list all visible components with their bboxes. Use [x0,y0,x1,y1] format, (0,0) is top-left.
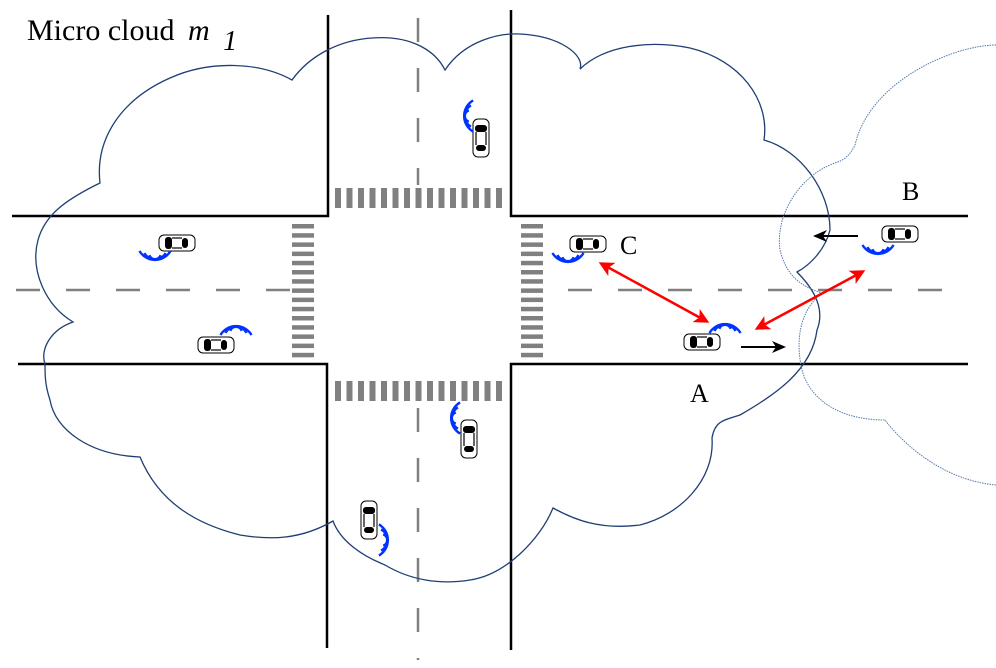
crosswalk-stripe-south [496,381,502,401]
crosswalk-stripe-west [292,316,314,321]
crosswalk-stripe-north [496,188,502,208]
title-variable: m [188,14,210,47]
crosswalk-stripe-south [450,381,456,401]
crosswalk-stripe-north [415,188,422,208]
crosswalk-stripe-east [521,288,543,293]
crosswalk-stripe-east [521,343,543,349]
crosswalk-stripe-south [335,381,341,401]
crosswalk-stripe-north [461,188,468,208]
link-a-c [598,262,710,323]
crosswalk-stripe-north [346,188,353,208]
crosswalk-stripe-west [292,306,314,312]
crosswalk-stripe-east [521,306,543,312]
crosswalk-stripe-south [415,381,422,401]
crosswalk-stripe-south [461,381,468,401]
car-icon [197,336,235,354]
road-edge-top-right [509,10,968,218]
car-icon [472,118,490,158]
label-a: A [690,379,709,408]
crosswalk-stripe-north [438,188,445,208]
crosswalk-stripe-north [450,188,456,208]
crosswalk-stripe-south [427,381,433,401]
title-subscript: 1 [223,26,237,57]
crosswalk-stripe-west [292,288,314,293]
crosswalk-stripe-north [473,188,479,208]
crosswalk-stripe-north [369,188,376,208]
crosswalk-stripe-east [521,352,543,358]
motion-arrows [741,230,858,353]
vehicle-west-2 [197,317,254,354]
crosswalk-stripe-south [358,381,364,401]
crosswalk-stripe-south [381,381,387,401]
vehicle-b [860,225,919,263]
vehicle-south-2 [360,500,397,558]
crosswalk-stripe-west [292,297,314,303]
crosswalk-stripe-north [358,188,364,208]
road-edge-bottom-left [18,362,329,648]
crosswalk-stripe-west [292,233,314,238]
crosswalk-stripe-south [392,381,399,401]
road-edge-top-left [12,15,330,218]
crosswalk-stripe-east [521,251,543,257]
car-icon [158,234,196,252]
crosswalk-stripe-south [369,381,376,401]
road-edge-bottom-right [509,362,968,650]
car-icon [683,333,721,351]
crosswalk-stripe-north [392,188,399,208]
crosswalk-stripe-west [292,242,314,247]
car-icon [569,235,607,253]
crosswalk-stripe-west [292,279,314,284]
crosswalk-stripe-north [404,188,410,208]
crosswalks [292,188,543,401]
crosswalk-stripe-south [404,381,410,401]
vehicle-a [683,315,743,351]
crosswalk-stripe-north [335,188,341,208]
vehicle-west-1 [137,234,196,269]
crosswalk-stripe-west [292,260,314,266]
vehicle-north-1 [455,98,490,158]
car-icon [460,419,478,459]
car-icon [881,225,919,243]
crosswalk-stripe-north [484,188,491,208]
crosswalk-stripe-east [521,325,543,330]
crosswalk-stripe-east [521,279,543,284]
neighbor-cloud-boundary [778,44,996,486]
label-b: B [902,177,919,206]
road-edges [12,10,968,650]
crosswalk-stripe-north [427,188,433,208]
crosswalk-stripe-east [521,224,543,229]
crosswalk-stripe-east [521,242,543,247]
crosswalk-stripe-south [438,381,445,401]
car-icon [360,500,378,540]
vehicle-c [550,235,607,271]
crosswalk-stripe-west [292,270,314,275]
micro-cloud-m1-boundary [35,33,831,583]
crosswalk-stripe-east [521,270,543,275]
crosswalk-stripe-south [346,381,353,401]
v2v-links [598,262,866,330]
crosswalk-stripe-east [521,297,543,303]
crosswalk-stripe-east [521,233,543,238]
crosswalk-stripe-south [484,381,491,401]
link-a-b [754,270,866,330]
crosswalk-stripe-east [521,260,543,266]
crosswalk-stripe-west [292,224,314,229]
crosswalk-stripe-west [292,352,314,358]
crosswalk-stripe-south [473,381,479,401]
crosswalk-stripe-east [521,334,543,339]
crosswalk-stripe-west [292,343,314,349]
crosswalk-stripe-west [292,334,314,339]
diagram-title: Micro cloud m 1 [27,14,237,57]
crosswalk-stripe-east [521,316,543,321]
title-prefix: Micro cloud [27,14,174,47]
label-c: C [620,231,637,260]
crosswalk-stripe-north [381,188,387,208]
lane-markings [16,18,968,660]
vehicle-south-1 [442,400,478,459]
crosswalk-stripe-west [292,325,314,330]
crosswalk-stripe-west [292,251,314,257]
